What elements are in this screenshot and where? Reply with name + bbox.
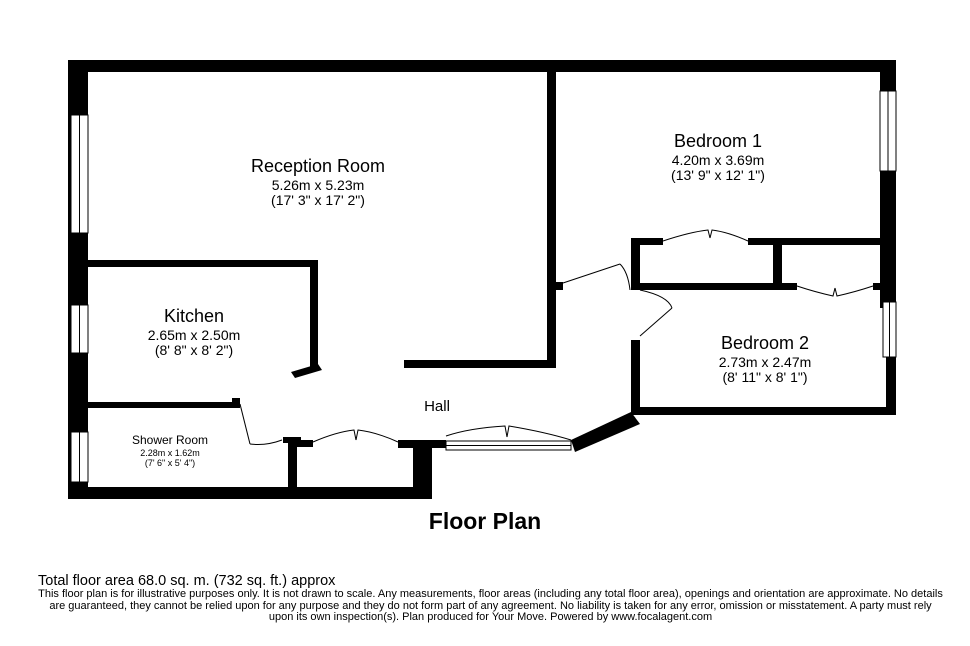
bedroom2-imperial: (8' 11" x 8' 1") [722,369,807,385]
kitchen-imperial: (8' 8" x 8' 2") [155,342,233,358]
bedroom2-name: Bedroom 2 [721,333,809,353]
reception-room-metric: 5.26m x 5.23m [272,177,365,193]
reception-room-name: Reception Room [251,156,385,176]
shower-room-imperial: (7' 6" x 5' 4") [145,458,195,468]
hall-name: Hall [424,398,450,415]
bedroom2-metric: 2.73m x 2.47m [719,354,812,370]
windows [70,90,897,483]
bedroom1-metric: 4.20m x 3.69m [672,152,765,168]
room-labels: Reception Room 5.26m x 5.23m (17' 3" x 1… [132,131,811,468]
shower-room-metric: 2.28m x 1.62m [140,448,200,458]
shower-room-name: Shower Room [132,433,208,447]
disclaimer-text: This floor plan is for illustrative purp… [38,588,943,624]
plan-title: Floor Plan [428,508,542,534]
bedroom1-imperial: (13' 9" x 12' 1") [671,167,765,183]
kitchen-metric: 2.65m x 2.50m [148,327,241,343]
reception-room-imperial: (17' 3" x 17' 2") [271,192,365,208]
bedroom1-name: Bedroom 1 [674,131,762,151]
doors [239,229,874,445]
kitchen-name: Kitchen [164,306,224,326]
total-floor-area: Total floor area 68.0 sq. m. (732 sq. ft… [38,573,336,589]
footer: Total floor area 68.0 sq. m. (732 sq. ft… [38,574,943,624]
floor-plan-drawing: Reception Room 5.26m x 5.23m (17' 3" x 1… [68,60,897,499]
